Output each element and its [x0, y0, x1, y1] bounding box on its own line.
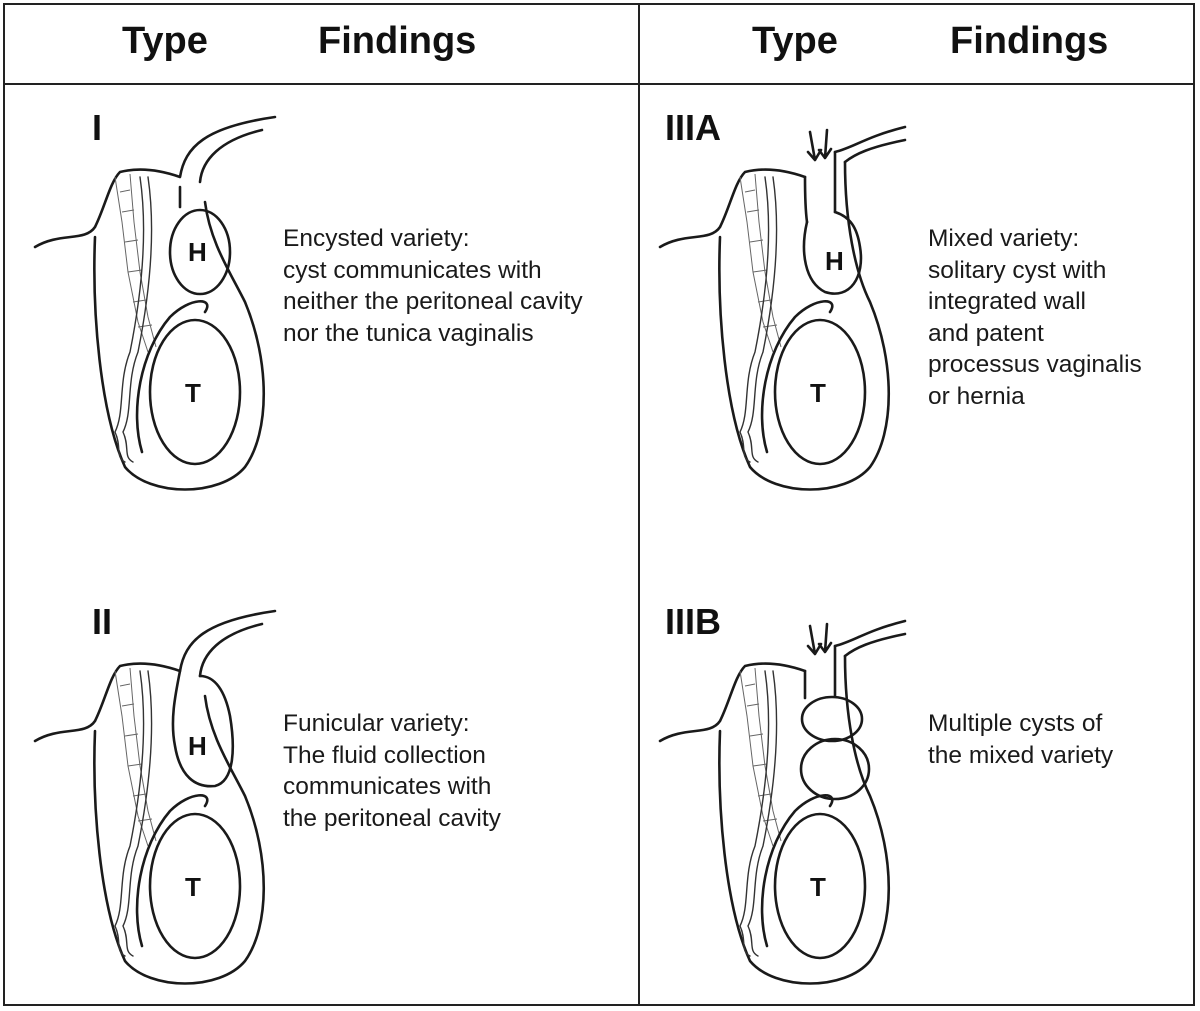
spermatic-cord	[739, 173, 782, 463]
header-findings-left: Findings	[318, 20, 477, 62]
double-down-arrow-icon	[806, 128, 833, 162]
findings-line: solitary cyst with	[928, 256, 1107, 284]
findings-line: Funicular variety:	[283, 710, 470, 737]
findings-line: the peritoneal cavity	[283, 804, 501, 832]
findings-line: communicates with	[283, 773, 492, 800]
findings-type-iiib: Multiple cysts of the mixed variety	[928, 708, 1113, 771]
type-label-iiia: IIIA	[665, 107, 722, 148]
testis: T	[135, 300, 242, 466]
testis-label: T	[185, 378, 201, 408]
hydrocele-cyst: H	[802, 210, 863, 295]
scrotum-outline	[33, 609, 277, 985]
hydrocele-cyst: H	[171, 669, 235, 788]
illustration-type-ii: H T	[33, 609, 277, 985]
findings-line: Encysted variety:	[283, 225, 470, 252]
cyst-lower	[799, 737, 871, 801]
findings-line: or hernia	[928, 382, 1025, 410]
findings-line: the mixed variety	[928, 741, 1114, 769]
illustration-type-iiia: H T	[658, 125, 907, 491]
testis-label: T	[810, 872, 826, 902]
findings-line: processus vaginalis	[928, 351, 1142, 378]
double-down-arrow-icon	[806, 622, 833, 656]
cyst-upper	[800, 695, 864, 743]
scrotum-outline	[658, 619, 907, 985]
findings-line: The fluid collection	[283, 741, 486, 769]
illustration-type-i: H T	[33, 115, 277, 491]
testis: T	[760, 300, 867, 466]
spermatic-cord	[114, 173, 157, 463]
spermatic-cord	[739, 667, 782, 957]
findings-line: Multiple cysts of	[928, 710, 1103, 737]
testis-label: T	[185, 872, 201, 902]
header-findings-right: Findings	[950, 20, 1109, 62]
findings-line: nor the tunica vaginalis	[283, 319, 534, 347]
findings-line: Mixed variety:	[928, 225, 1080, 252]
findings-line: neither the peritoneal cavity	[283, 288, 583, 315]
hydrocele-label: H	[825, 246, 844, 276]
type-label-ii: II	[92, 601, 113, 642]
header-type-left: Type	[122, 20, 208, 62]
column-divider	[638, 3, 640, 1006]
findings-type-i: Encysted variety: cyst communicates with…	[283, 223, 583, 349]
testis-label: T	[810, 378, 826, 408]
type-label-iiib: IIIB	[665, 601, 722, 642]
hydrocele-label: H	[188, 237, 207, 267]
findings-type-ii: Funicular variety: The fluid collection …	[283, 708, 501, 834]
table-frame	[3, 3, 1195, 1006]
multiple-cysts	[799, 695, 871, 801]
findings-line: and patent	[928, 319, 1044, 347]
testis: T	[135, 794, 242, 960]
spermatic-cord	[114, 667, 157, 957]
scrotum-outline	[33, 115, 277, 491]
header-divider	[3, 83, 1195, 85]
header-type-right: Type	[752, 20, 838, 62]
findings-line: cyst communicates with	[283, 256, 542, 284]
illustration-type-iiib: T	[658, 619, 907, 985]
hydrocele-cyst: H	[168, 208, 232, 296]
findings-line: integrated wall	[928, 288, 1086, 315]
findings-type-iiia: Mixed variety: solitary cyst with integr…	[928, 223, 1142, 412]
hydrocele-label: H	[188, 731, 207, 761]
type-label-i: I	[92, 107, 103, 148]
testis: T	[760, 794, 867, 960]
